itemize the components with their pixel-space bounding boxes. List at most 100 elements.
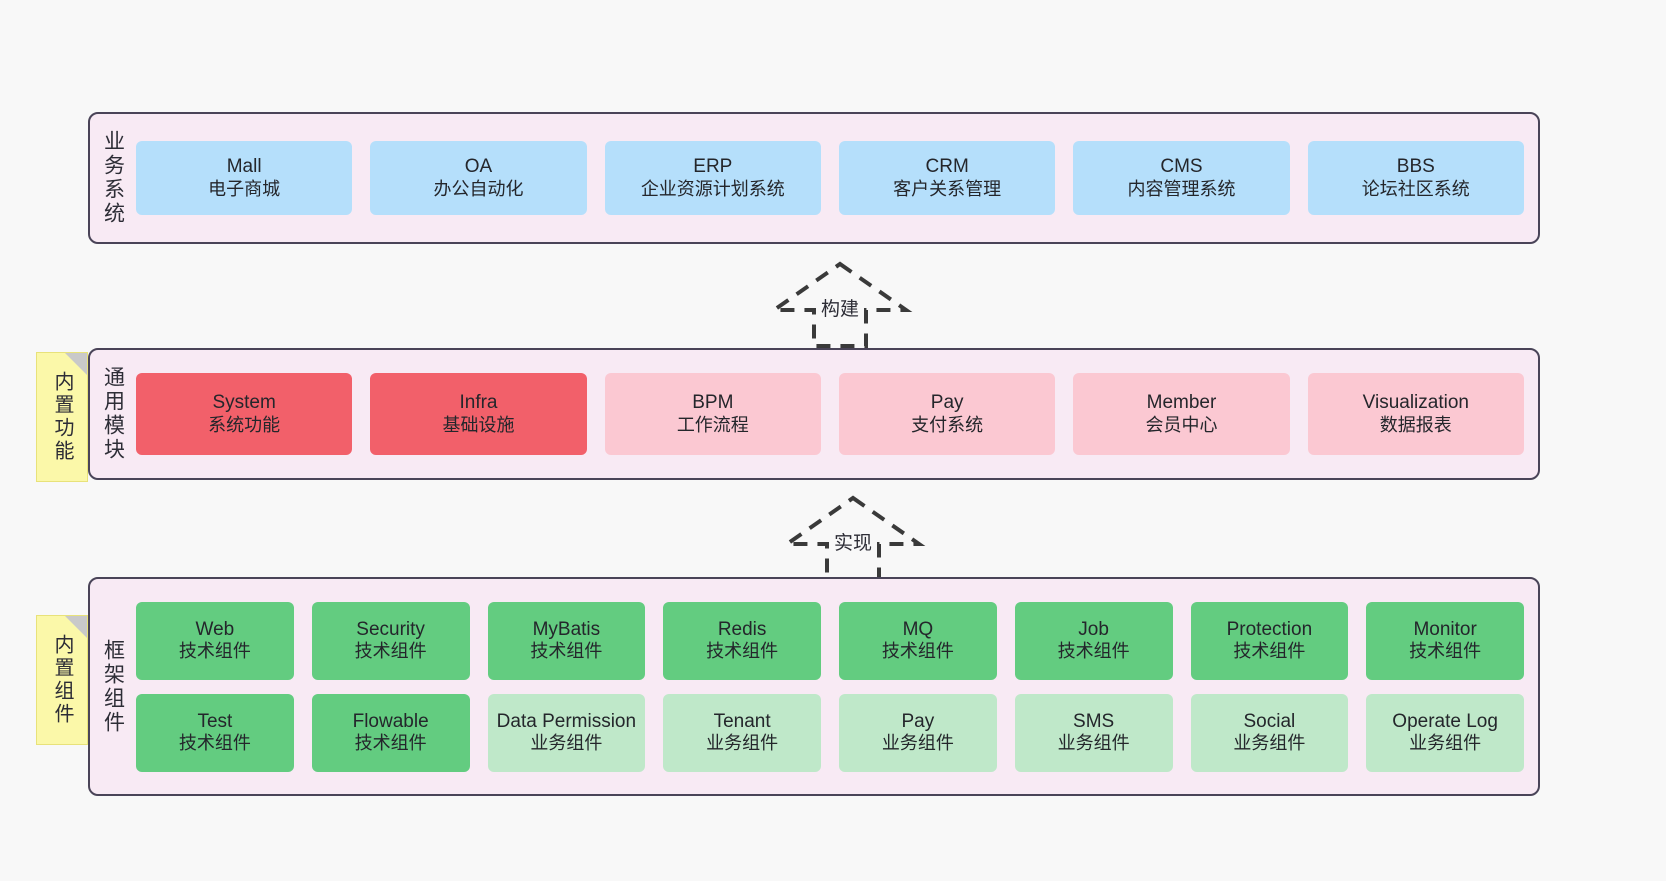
- card-mall[interactable]: Mall 电子商城: [136, 141, 353, 215]
- card-subtitle: 基础设施: [442, 414, 515, 435]
- card-subtitle: 内容管理系统: [1127, 178, 1236, 199]
- card-row-technical: Web 技术组件 Security 技术组件 MyBatis 技术组件 Redi…: [136, 601, 1524, 680]
- card-subtitle: 支付系统: [911, 414, 984, 435]
- card-subtitle: 技术组件: [1233, 641, 1306, 662]
- card-subtitle: 业务组件: [1233, 733, 1306, 754]
- card-title: SMS: [1073, 710, 1115, 732]
- note-label: 内置组件: [51, 634, 73, 726]
- card-subtitle: 技术组件: [530, 641, 603, 662]
- card-row: Mall 电子商城 OA 办公自动化 ERP 企业资源计划系统 CRM 客户关系…: [136, 141, 1524, 215]
- card-cms[interactable]: CMS 内容管理系统: [1073, 141, 1290, 215]
- card-title: BBS: [1396, 156, 1435, 178]
- card-pay-module[interactable]: Pay 支付系统: [838, 373, 1056, 455]
- card-title: Infra: [459, 392, 498, 414]
- card-title: Job: [1078, 618, 1109, 640]
- card-title: Operate Log: [1392, 710, 1498, 732]
- card-title: Data Permission: [496, 710, 637, 732]
- card-erp[interactable]: ERP 企业资源计划系统: [604, 141, 821, 215]
- card-subtitle: 技术组件: [881, 641, 954, 662]
- card-subtitle: 业务组件: [1057, 733, 1130, 754]
- card-row: System 系统功能 Infra 基础设施 BPM 工作流程 Pay 支付系统…: [136, 373, 1524, 455]
- card-security[interactable]: Security 技术组件: [311, 601, 470, 680]
- card-sms[interactable]: SMS 业务组件: [1014, 693, 1173, 772]
- card-title: Security: [356, 618, 425, 640]
- card-subtitle: 业务组件: [530, 733, 603, 754]
- card-row-business: Test 技术组件 Flowable 技术组件 Data Permission …: [136, 693, 1524, 772]
- card-operate-log[interactable]: Operate Log 业务组件: [1366, 693, 1524, 772]
- card-subtitle: 技术组件: [1409, 641, 1482, 662]
- card-subtitle: 业务组件: [1409, 733, 1482, 754]
- card-member[interactable]: Member 会员中心: [1073, 373, 1290, 455]
- card-test[interactable]: Test 技术组件: [136, 693, 294, 772]
- card-subtitle: 客户关系管理: [893, 178, 1002, 199]
- card-title: Flowable: [352, 710, 429, 732]
- card-subtitle: 电子商城: [208, 178, 281, 199]
- card-crm[interactable]: CRM 客户关系管理: [838, 141, 1056, 215]
- card-title: Tenant: [713, 710, 771, 732]
- card-title: Redis: [717, 618, 767, 640]
- layer-title-modules: 通用模块: [101, 366, 125, 462]
- card-subtitle: 技术组件: [354, 641, 427, 662]
- card-subtitle: 会员中心: [1145, 414, 1218, 435]
- card-data-permission[interactable]: Data Permission 业务组件: [487, 693, 646, 772]
- layer-common-modules: 通用模块 System 系统功能 Infra 基础设施 BPM 工作流程 Pay…: [88, 348, 1540, 480]
- card-title: Member: [1146, 392, 1217, 414]
- card-title: MQ: [902, 618, 934, 640]
- card-subtitle: 工作流程: [676, 414, 749, 435]
- card-system[interactable]: System 系统功能: [136, 373, 353, 455]
- card-title: OA: [464, 156, 493, 178]
- layer-business-systems: 业务系统 Mall 电子商城 OA 办公自动化 ERP 企业资源计划系统 CRM…: [88, 112, 1540, 244]
- card-title: MyBatis: [532, 618, 601, 640]
- layer-title-business: 业务系统: [101, 130, 125, 226]
- card-title: CMS: [1160, 156, 1203, 178]
- layer-framework-components: 框架组件 Web 技术组件 Security 技术组件 MyBatis 技术组件…: [88, 577, 1540, 796]
- card-subtitle: 技术组件: [354, 733, 427, 754]
- card-subtitle: 技术组件: [178, 641, 251, 662]
- card-title: ERP: [693, 156, 733, 178]
- layer-body-modules: System 系统功能 Infra 基础设施 BPM 工作流程 Pay 支付系统…: [136, 350, 1538, 478]
- card-bpm[interactable]: BPM 工作流程: [604, 373, 821, 455]
- card-subtitle: 技术组件: [706, 641, 779, 662]
- card-mybatis[interactable]: MyBatis 技术组件: [487, 601, 646, 680]
- card-job[interactable]: Job 技术组件: [1014, 601, 1173, 680]
- card-title: Mall: [226, 156, 262, 178]
- card-title: Visualization: [1362, 392, 1469, 414]
- card-mq[interactable]: MQ 技术组件: [839, 601, 997, 680]
- arrow-realize: 实现: [773, 492, 933, 584]
- card-subtitle: 数据报表: [1379, 414, 1452, 435]
- card-title: System: [212, 392, 276, 414]
- card-web[interactable]: Web 技术组件: [136, 601, 294, 680]
- note-builtin-functions: 内置功能: [36, 352, 88, 482]
- arrow-build: 构建: [760, 258, 920, 350]
- dashed-hollow-up-arrow-icon: [767, 261, 913, 348]
- card-redis[interactable]: Redis 技术组件: [663, 601, 821, 680]
- layer-title-framework: 框架组件: [101, 638, 125, 735]
- card-infra[interactable]: Infra 基础设施: [370, 373, 587, 455]
- card-title: Pay: [901, 710, 935, 732]
- card-subtitle: 业务组件: [706, 733, 779, 754]
- card-oa[interactable]: OA 办公自动化: [370, 141, 587, 215]
- card-title: Social: [1243, 710, 1296, 732]
- card-monitor[interactable]: Monitor 技术组件: [1366, 601, 1524, 680]
- card-visualization[interactable]: Visualization 数据报表: [1307, 373, 1524, 455]
- card-title: Monitor: [1413, 618, 1477, 640]
- layer-body-framework: Web 技术组件 Security 技术组件 MyBatis 技术组件 Redi…: [136, 579, 1538, 794]
- layer-body-business: Mall 电子商城 OA 办公自动化 ERP 企业资源计划系统 CRM 客户关系…: [136, 114, 1538, 242]
- card-pay-component[interactable]: Pay 业务组件: [839, 693, 997, 772]
- card-subtitle: 企业资源计划系统: [640, 178, 785, 199]
- card-title: Pay: [930, 392, 964, 414]
- dashed-hollow-up-arrow-icon: [780, 495, 926, 582]
- card-title: Test: [197, 710, 233, 732]
- card-subtitle: 论坛社区系统: [1361, 178, 1470, 199]
- note-builtin-components: 内置组件: [36, 615, 88, 745]
- card-tenant[interactable]: Tenant 业务组件: [663, 693, 821, 772]
- card-bbs[interactable]: BBS 论坛社区系统: [1307, 141, 1524, 215]
- card-subtitle: 业务组件: [881, 733, 954, 754]
- card-flowable[interactable]: Flowable 技术组件: [311, 693, 470, 772]
- card-social[interactable]: Social 业务组件: [1190, 693, 1349, 772]
- card-protection[interactable]: Protection 技术组件: [1190, 601, 1349, 680]
- card-title: Web: [195, 618, 235, 640]
- card-title: CRM: [925, 156, 969, 178]
- card-title: Protection: [1226, 618, 1313, 640]
